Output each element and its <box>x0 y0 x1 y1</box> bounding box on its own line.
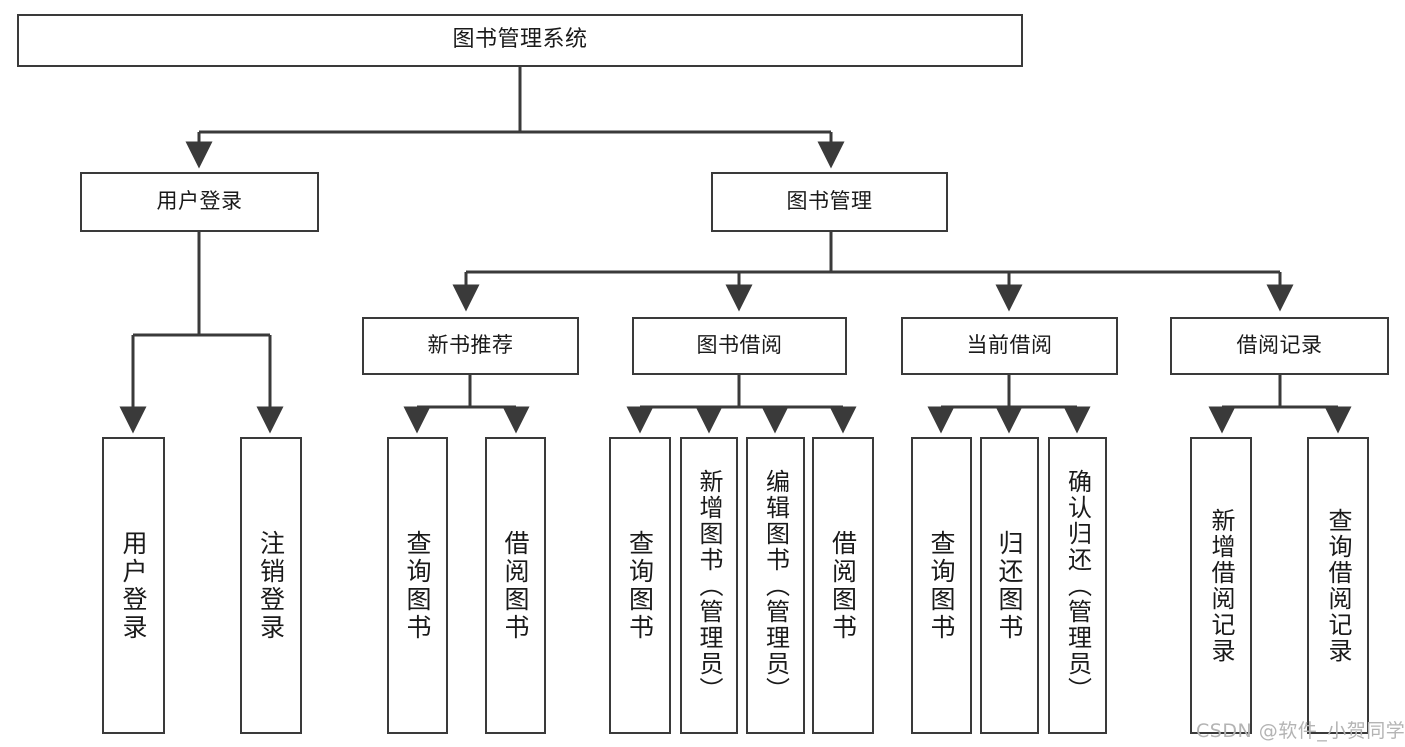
node-label: 查询图书 <box>403 529 432 642</box>
node-new-book-recommendation[interactable]: 新书推荐 <box>362 317 579 375</box>
leaf-borrow-book[interactable]: 借阅图书 <box>812 437 874 734</box>
leaf-edit-book-admin[interactable]: 编辑图书（管理员） <box>746 437 805 734</box>
leaf-return-book[interactable]: 归还图书 <box>980 437 1039 734</box>
node-label: 借阅图书 <box>501 529 530 642</box>
leaf-query-book-current[interactable]: 查询图书 <box>911 437 972 734</box>
node-label: 用户登录 <box>119 529 148 642</box>
node-borrow-record[interactable]: 借阅记录 <box>1170 317 1389 375</box>
node-label: 查询图书 <box>927 529 956 642</box>
node-book-management[interactable]: 图书管理 <box>711 172 948 232</box>
node-root-book-management-system[interactable]: 图书管理系统 <box>17 14 1023 67</box>
node-label: 确认归还（管理员） <box>1063 468 1092 703</box>
leaf-query-book-borrow[interactable]: 查询图书 <box>609 437 671 734</box>
leaf-user-login[interactable]: 用户登录 <box>102 437 165 734</box>
node-label: 注销登录 <box>256 529 286 642</box>
node-label: 新增借阅记录 <box>1207 507 1235 664</box>
node-label: 图书管理 <box>786 189 873 214</box>
node-label: 新增图书（管理员） <box>695 468 723 703</box>
node-label: 归还图书 <box>995 529 1024 642</box>
leaf-add-borrow-record[interactable]: 新增借阅记录 <box>1190 437 1252 734</box>
leaf-logout[interactable]: 注销登录 <box>240 437 302 734</box>
node-current-borrow[interactable]: 当前借阅 <box>901 317 1118 375</box>
node-label: 查询图书 <box>625 529 655 642</box>
node-label: 用户登录 <box>156 189 243 214</box>
leaf-query-borrow-record[interactable]: 查询借阅记录 <box>1307 437 1369 734</box>
node-label: 图书管理系统 <box>452 27 588 53</box>
leaf-confirm-return-admin[interactable]: 确认归还（管理员） <box>1048 437 1107 734</box>
leaf-add-book-admin[interactable]: 新增图书（管理员） <box>680 437 738 734</box>
node-label: 图书借阅 <box>696 333 783 358</box>
node-label: 借阅图书 <box>828 529 858 642</box>
leaf-query-book-recommend[interactable]: 查询图书 <box>387 437 448 734</box>
leaf-borrow-book-recommend[interactable]: 借阅图书 <box>485 437 546 734</box>
node-user-login[interactable]: 用户登录 <box>80 172 319 232</box>
node-book-borrow[interactable]: 图书借阅 <box>632 317 847 375</box>
node-label: 编辑图书（管理员） <box>761 468 790 703</box>
node-label: 借阅记录 <box>1236 333 1323 358</box>
csdn-watermark: CSDN @软件_小贺同学 <box>1196 720 1405 742</box>
node-label: 当前借阅 <box>966 333 1053 358</box>
node-label: 查询借阅记录 <box>1324 507 1352 664</box>
node-label: 新书推荐 <box>427 333 514 358</box>
